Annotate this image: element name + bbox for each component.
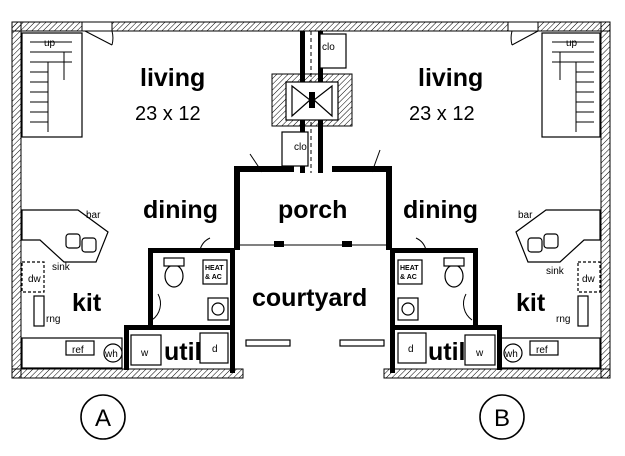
stairs-b: up [541, 32, 601, 138]
living-dims-a: 23 x 12 [135, 103, 201, 125]
porch-label: porch [278, 196, 347, 224]
dining-label-b: dining [403, 196, 478, 224]
ref-label-b: ref [536, 345, 548, 356]
courtyard: courtyard [245, 284, 385, 347]
porch: porch [234, 149, 392, 250]
closet-top-label: clo [322, 42, 335, 53]
kitchen-bar-a: bar sink [21, 209, 109, 273]
rng-label-b: rng [556, 314, 570, 325]
closet-bottom-label: clo [294, 142, 307, 153]
heat-label-a-1: HEAT [205, 265, 224, 272]
unit-marker-b: B [494, 405, 510, 432]
courtyard-label: courtyard [252, 284, 367, 312]
heat-label-b-1: HEAT [400, 265, 419, 272]
w-label-b: w [475, 348, 484, 359]
sink-label-a: sink [52, 262, 71, 273]
exterior-walls [11, 21, 611, 379]
unit-marker-a: A [95, 405, 111, 432]
kit-label-a: kit [72, 289, 102, 317]
bar-label-b: bar [518, 210, 533, 221]
closet-bottom: clo [281, 131, 309, 167]
bar-label-a: bar [86, 210, 101, 221]
living-label-b: living [418, 64, 483, 92]
util-label-b: util [428, 338, 466, 366]
w-label-a: w [140, 348, 149, 359]
closet-top: clo [319, 33, 347, 69]
wh-label-b: wh [504, 349, 518, 360]
kitchen-bar-b: bar sink [515, 209, 601, 277]
entry-doors [84, 30, 539, 46]
d-label-b: d [408, 344, 414, 355]
unit-a: up living 23 x 12 dining bar sink dw rng… [21, 32, 235, 440]
heat-label-a-2: & AC [205, 274, 222, 281]
bath-util-a: HEAT & AC w d util [124, 237, 235, 373]
dining-label-a: dining [143, 196, 218, 224]
util-label-a: util [164, 338, 202, 366]
fireplace [271, 73, 353, 127]
bath-util-b: HEAT & AC d w util [390, 237, 502, 373]
stairs-a: up [21, 32, 83, 138]
ref-label-a: ref [72, 345, 84, 356]
sink-label-b: sink [546, 266, 565, 277]
living-dims-b: 23 x 12 [409, 103, 475, 125]
heat-label-b-2: & AC [400, 274, 417, 281]
d-label-a: d [212, 344, 218, 355]
up-label-b: up [566, 38, 578, 49]
living-label-a: living [140, 64, 205, 92]
wh-label-a: wh [104, 349, 118, 360]
rng-label-a: rng [46, 314, 60, 325]
up-label-a: up [44, 38, 56, 49]
dw-label-a: dw [28, 274, 42, 285]
dw-label-b: dw [582, 274, 596, 285]
kit-label-b: kit [516, 289, 546, 317]
unit-b: up living 23 x 12 dining bar sink dw rng… [390, 32, 601, 440]
